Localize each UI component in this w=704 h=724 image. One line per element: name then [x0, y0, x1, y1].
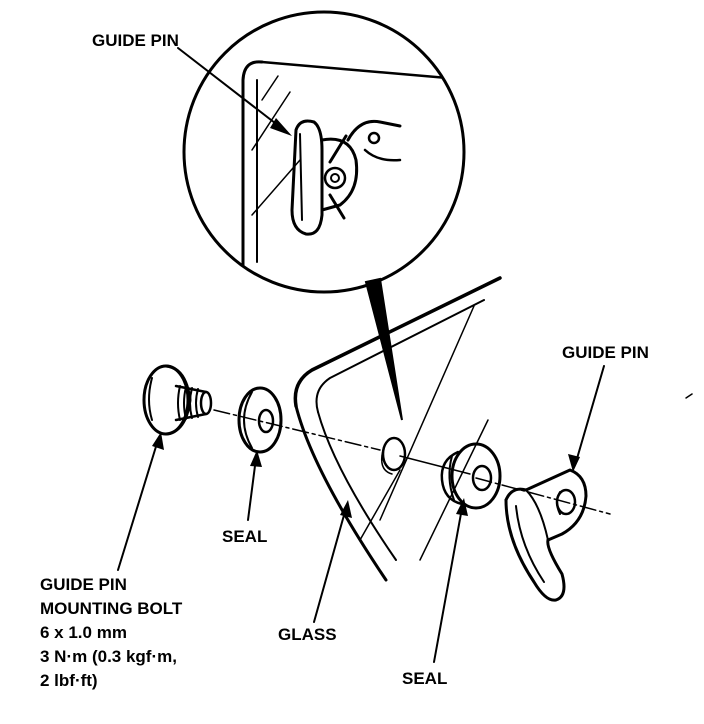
glass-panel: [293, 276, 502, 582]
detail-pointer: [364, 277, 403, 421]
guide-pin-part: [504, 468, 588, 602]
leader-seal-right: [433, 498, 468, 663]
glass-hole: [381, 436, 407, 472]
label-seal-left: SEAL: [222, 527, 267, 546]
leader-glass: [313, 500, 352, 623]
inset-guide-pin: [290, 119, 324, 236]
label-guide-pin-top: GUIDE PIN: [92, 31, 179, 50]
detail-inset: [182, 10, 466, 294]
label-glass: GLASS: [278, 625, 337, 644]
bolt-line-5: 2 lbf·ft): [40, 671, 98, 690]
label-seal-right: SEAL: [402, 669, 447, 688]
bolt-line-1: GUIDE PIN: [40, 575, 127, 594]
seal-right-part: [440, 442, 502, 510]
bolt-line-3: 6 x 1.0 mm: [40, 623, 127, 642]
leader-seal-left: [247, 450, 262, 521]
inset-glass-edge: [241, 60, 264, 272]
guide-pin-mounting-bolt: [142, 364, 213, 436]
bolt-line-2: MOUNTING BOLT: [40, 599, 183, 618]
label-guide-pin-right: GUIDE PIN: [562, 343, 649, 362]
bolt-line-4: 3 N·m (0.3 kgf·m,: [40, 647, 177, 666]
leader-bolt: [117, 432, 164, 571]
detail-circle: [182, 10, 466, 294]
center-axis: [213, 409, 381, 451]
label-bolt-spec: GUIDE PIN MOUNTING BOLT 6 x 1.0 mm 3 N·m…: [40, 575, 183, 690]
seal-left-part: [237, 386, 283, 454]
leader-guide-pin-right: [568, 365, 605, 472]
leader-guide-pin-top: [177, 47, 292, 136]
